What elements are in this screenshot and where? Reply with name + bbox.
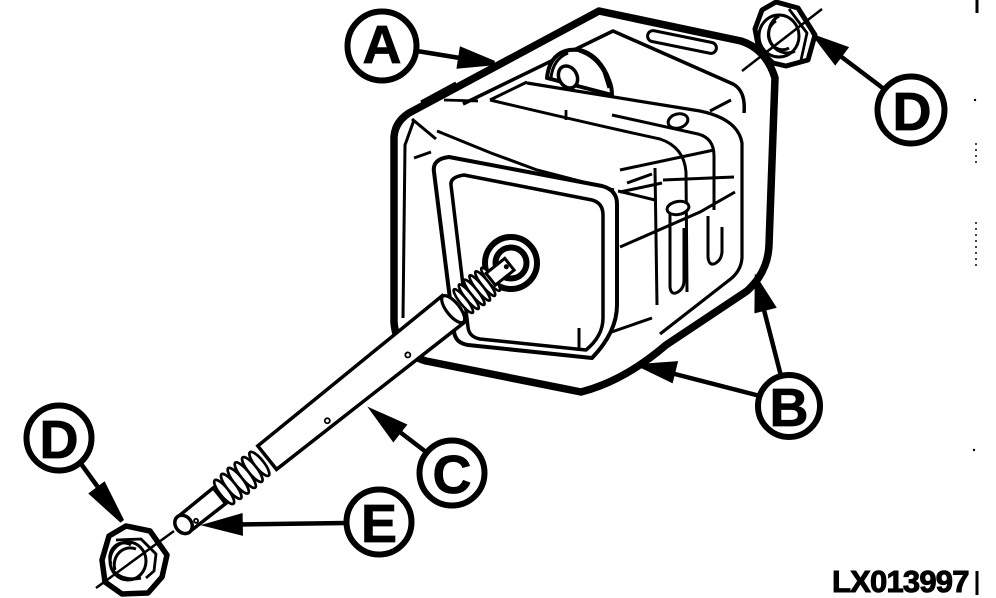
svg-text:C: C: [433, 445, 472, 505]
svg-text:E: E: [361, 494, 397, 554]
svg-text:D: D: [893, 82, 932, 142]
svg-text:LX013997: LX013997: [832, 564, 969, 598]
svg-text:B: B: [770, 378, 809, 438]
svg-text:D: D: [40, 410, 79, 470]
svg-text:A: A: [363, 15, 402, 75]
